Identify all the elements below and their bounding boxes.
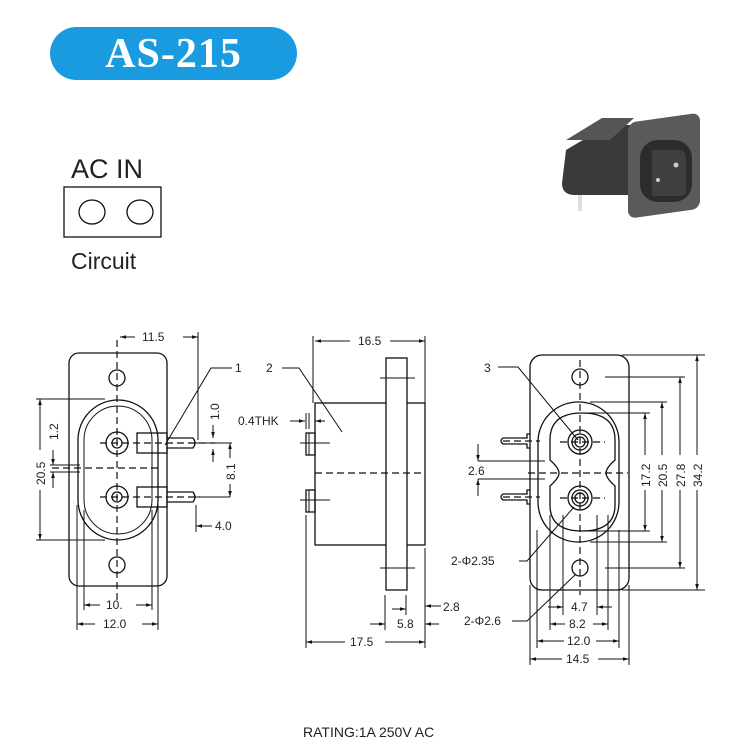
dim-2-6: 2.6 xyxy=(468,464,485,478)
dim-20-5: 20.5 xyxy=(34,461,48,485)
dim-12-0: 12.0 xyxy=(103,617,127,631)
dim-8-1: 8.1 xyxy=(224,463,238,480)
model-title-badge: AS-215 xyxy=(50,27,297,80)
dim-8-2: 8.2 xyxy=(569,617,586,631)
product-photo xyxy=(562,113,700,218)
dim-phi-2-6: 2-Φ2.6 xyxy=(464,614,501,628)
rating-label: RATING:1A 250V AC xyxy=(303,724,434,740)
callout-2: 2 xyxy=(266,361,273,375)
dim-4-7: 4.7 xyxy=(571,600,588,614)
thickness-label: 0.4THK xyxy=(238,414,279,428)
dim-17-2: 17.2 xyxy=(639,463,653,487)
dim-27-8: 27.8 xyxy=(674,463,688,487)
circuit-pin-right xyxy=(126,199,154,225)
dim-2-8: 2.8 xyxy=(443,600,460,614)
dim-5-8: 5.8 xyxy=(397,617,414,631)
dim-17-5: 17.5 xyxy=(350,635,374,649)
front-view: 11.5 1 1.0 8.1 4.0 20.5 1.2 10. 12.0 xyxy=(34,330,242,631)
circuit-bottom-label: Circuit xyxy=(71,248,137,274)
dim-16-5: 16.5 xyxy=(358,334,382,348)
dim-phi-2-35: 2-Φ2.35 xyxy=(451,554,495,568)
circuit-symbol: AC IN Circuit xyxy=(63,154,162,274)
rear-view: 3 2.6 17.2 20.5 27.8 34.2 2-Φ2.35 2-Φ2.6 xyxy=(451,354,705,666)
callout-3: 3 xyxy=(484,361,491,375)
side-view: 16.5 2 0.4THK 2.8 5.8 17.5 xyxy=(238,334,460,649)
dim-20-5-rear: 20.5 xyxy=(656,463,670,487)
dim-14-5: 14.5 xyxy=(566,652,590,666)
dim-1-0: 1.0 xyxy=(208,403,222,420)
dim-4-0: 4.0 xyxy=(215,519,232,533)
circuit-box xyxy=(63,186,162,238)
model-title: AS-215 xyxy=(105,30,242,77)
dim-34-2: 34.2 xyxy=(691,463,705,487)
callout-1: 1 xyxy=(235,361,242,375)
dim-1-2: 1.2 xyxy=(47,423,61,440)
dim-10: 10. xyxy=(106,598,123,612)
dim-12-0-rear: 12.0 xyxy=(567,634,591,648)
dim-11-5: 11.5 xyxy=(142,330,165,344)
circuit-pin-left xyxy=(78,199,106,225)
circuit-top-label: AC IN xyxy=(71,154,143,184)
